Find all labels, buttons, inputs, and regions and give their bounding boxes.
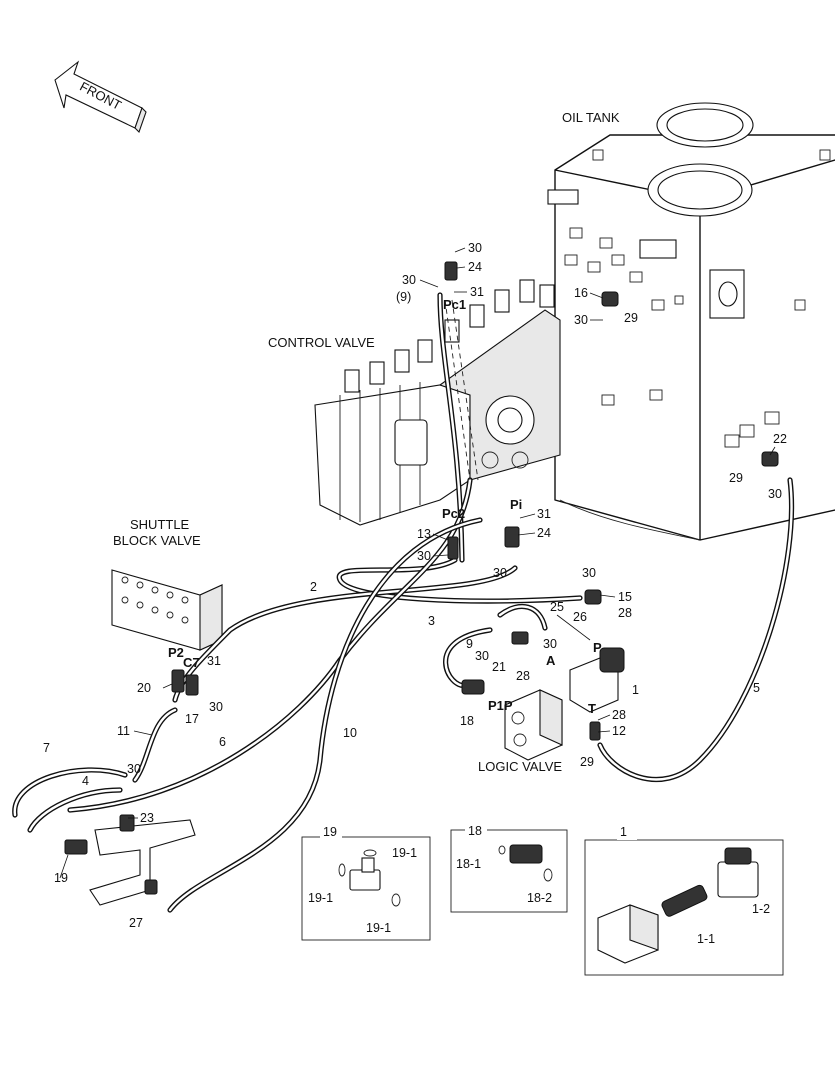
callout: 30 <box>543 637 557 651</box>
box18-label: 18-2 <box>527 891 552 905</box>
callout: 31 <box>207 654 221 668</box>
detail-box-18: 18 18-1 18-2 <box>450 823 568 913</box>
callout: 30 <box>574 313 588 327</box>
hoses <box>12 292 795 913</box>
callout: 6 <box>219 735 226 749</box>
callout: 3 <box>428 614 435 628</box>
callout: 29 <box>729 471 743 485</box>
box19-title: 19 <box>323 825 337 839</box>
box19-label: 19-1 <box>366 921 391 935</box>
callout: 30 <box>417 549 431 563</box>
callout: 30 <box>468 241 482 255</box>
callout: 30 <box>582 566 596 580</box>
solenoid-valve <box>569 647 625 713</box>
leader-lines <box>59 247 776 879</box>
mounting-bracket <box>89 819 196 906</box>
callout: 12 <box>612 724 626 738</box>
callout: 16 <box>574 286 588 300</box>
callout: 19 <box>54 871 68 885</box>
callout: 1 <box>632 683 639 697</box>
callout: 30 <box>209 700 223 714</box>
port-pc2: Pc2 <box>442 506 465 521</box>
callout: 24 <box>468 260 482 274</box>
callout: 11 <box>117 724 130 738</box>
callout: 29 <box>580 755 594 769</box>
callout: 31 <box>470 285 484 299</box>
box1-title: 1 <box>620 825 627 839</box>
callout: 17 <box>185 712 199 726</box>
callout: 21 <box>492 660 506 674</box>
callout: 24 <box>537 526 551 540</box>
front-arrow: FRONT <box>54 60 147 134</box>
port-pc1: Pc1 <box>443 297 466 312</box>
callout: 29 <box>624 311 638 325</box>
callout: 2 <box>310 580 317 594</box>
box1-label: 1-2 <box>752 902 770 916</box>
callout: 20 <box>137 681 151 695</box>
callout: 15 <box>618 590 632 604</box>
port-p1p: P1P <box>488 698 513 713</box>
oil-tank-label: OIL TANK <box>562 110 620 125</box>
logic-valve: LOGIC VALVE <box>478 689 563 774</box>
callouts: 30 24 30 31 (9) 16 30 29 22 29 30 31 24 … <box>43 241 787 930</box>
detail-box-1: 1 1-2 1-1 <box>584 825 784 976</box>
callout: 10 <box>343 726 357 740</box>
callout: (9) <box>396 290 411 304</box>
port-c7: C7 <box>183 655 200 670</box>
detail-box-19: 19 19-1 19-1 19-1 <box>301 825 431 941</box>
callout: 5 <box>753 681 760 695</box>
control-valve: CONTROL VALVE <box>268 279 561 526</box>
port-labels: Pc1 Pc2 Pi P T A P1P P2 C7 <box>168 297 602 716</box>
callout: 27 <box>129 916 143 930</box>
port-p: P <box>593 640 602 655</box>
callout: 26 <box>573 610 587 624</box>
box19-label: 19-1 <box>308 891 333 905</box>
callout: 9 <box>466 637 473 651</box>
callout: 28 <box>516 669 530 683</box>
port-pi: Pi <box>510 497 522 512</box>
port-a: A <box>546 653 556 668</box>
box18-title: 18 <box>468 824 482 838</box>
oil-tank: OIL TANK <box>547 102 835 541</box>
callout: 23 <box>140 811 154 825</box>
logic-valve-label: LOGIC VALVE <box>478 759 562 774</box>
box1-label: 1-1 <box>697 932 715 946</box>
callout: 13 <box>417 527 431 541</box>
callout: 30 <box>402 273 416 287</box>
callout: 22 <box>773 432 787 446</box>
shuttle-label-line2: BLOCK VALVE <box>113 533 201 548</box>
callout: 28 <box>612 708 626 722</box>
callout: 18 <box>460 714 474 728</box>
callout: 25 <box>550 600 564 614</box>
callout: 7 <box>43 741 50 755</box>
callout: 31 <box>537 507 551 521</box>
callout: 28 <box>618 606 632 620</box>
callout: 30 <box>493 566 507 580</box>
box18-label: 18-1 <box>456 857 481 871</box>
shuttle-label-line1: SHUTTLE <box>130 517 190 532</box>
fittings <box>64 261 779 895</box>
port-t: T <box>588 701 596 716</box>
callout: 30 <box>768 487 782 501</box>
callout: 4 <box>82 774 89 788</box>
shuttle-block-valve: SHUTTLE BLOCK VALVE <box>111 517 223 651</box>
callout: 30 <box>127 762 141 776</box>
control-valve-label: CONTROL VALVE <box>268 335 375 350</box>
box19-label: 19-1 <box>392 846 417 860</box>
callout: 30 <box>475 649 489 663</box>
port-p2: P2 <box>168 645 184 660</box>
